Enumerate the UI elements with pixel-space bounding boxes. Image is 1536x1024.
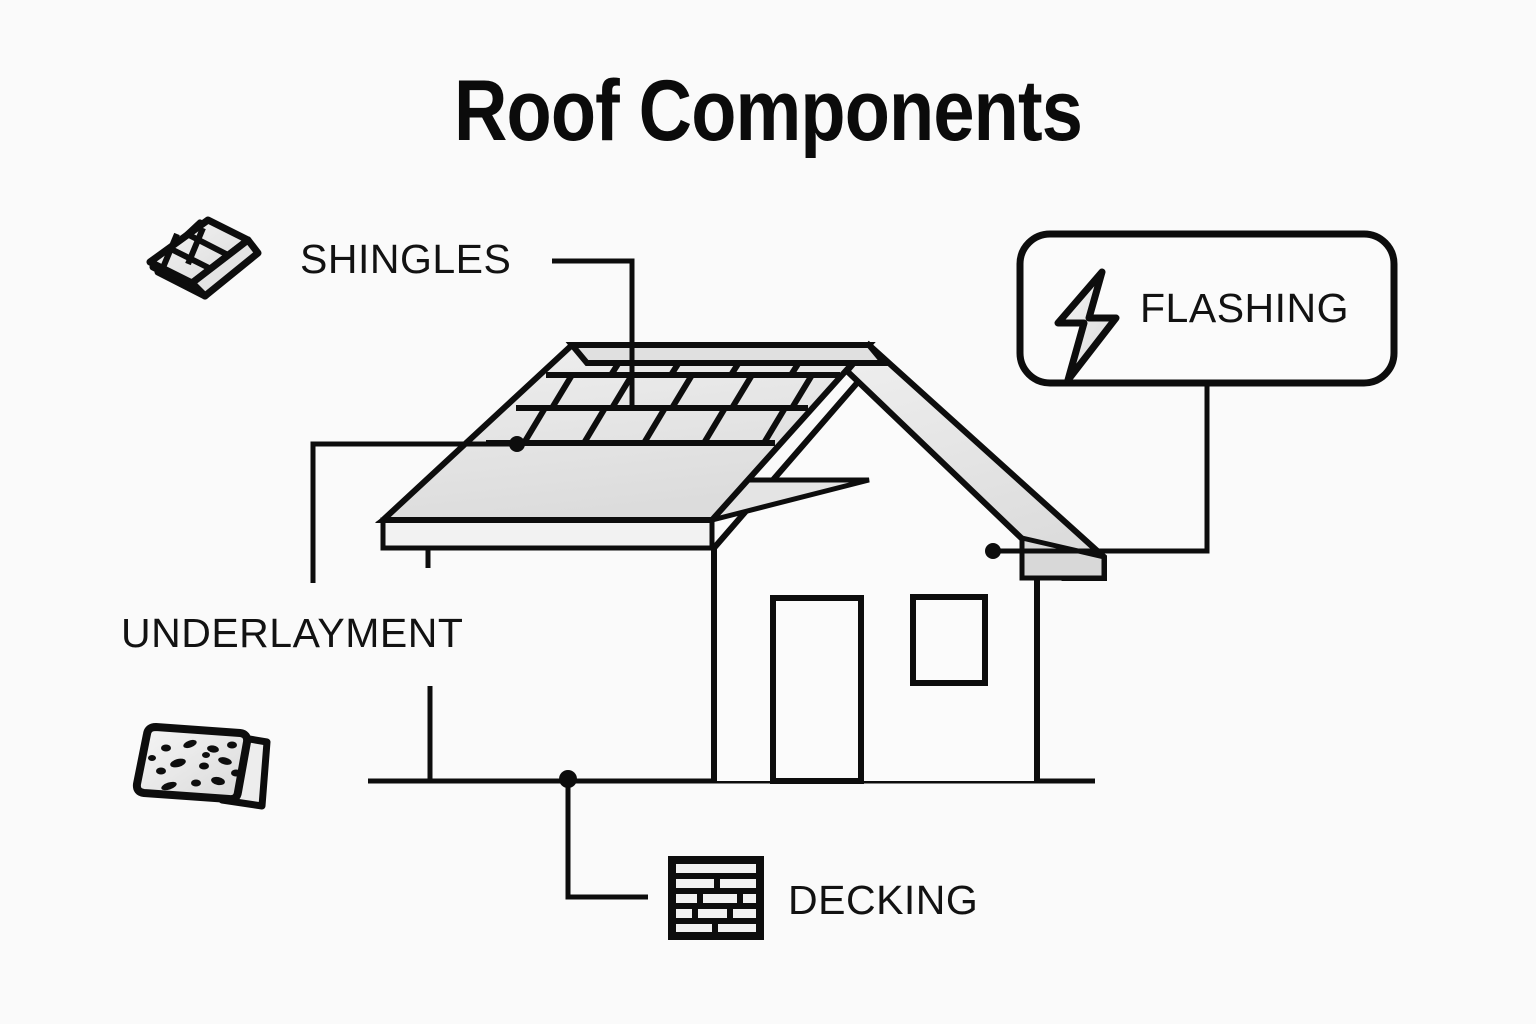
house-window xyxy=(910,594,988,686)
flashing-callout-box[interactable] xyxy=(1016,230,1398,387)
leader-flashing xyxy=(995,383,1210,554)
leader-shingles xyxy=(552,258,635,410)
roof-ridge xyxy=(565,342,891,366)
leader-dot-decking xyxy=(559,770,577,788)
leader-dot-underlayment xyxy=(509,436,525,452)
lightning-bolt-icon xyxy=(1054,268,1120,384)
underlayment-speckles xyxy=(148,739,241,791)
label-decking: DECKING xyxy=(788,877,979,923)
leader-dot-flashing xyxy=(985,543,1001,559)
label-shingles: SHINGLES xyxy=(300,236,512,282)
label-underlayment: UNDERLAYMENT xyxy=(121,610,464,656)
label-flashing: FLASHING xyxy=(1140,285,1350,331)
brick-deck-icon xyxy=(668,856,764,940)
page-title: Roof Components xyxy=(453,63,1083,159)
underlayment-sheet-icon xyxy=(132,723,271,810)
house-door xyxy=(770,595,864,784)
shingle-stack-icon xyxy=(146,216,262,300)
leader-underlayment xyxy=(310,441,515,583)
roof-layer-stack-edge xyxy=(380,517,715,551)
leader-decking xyxy=(565,781,648,900)
